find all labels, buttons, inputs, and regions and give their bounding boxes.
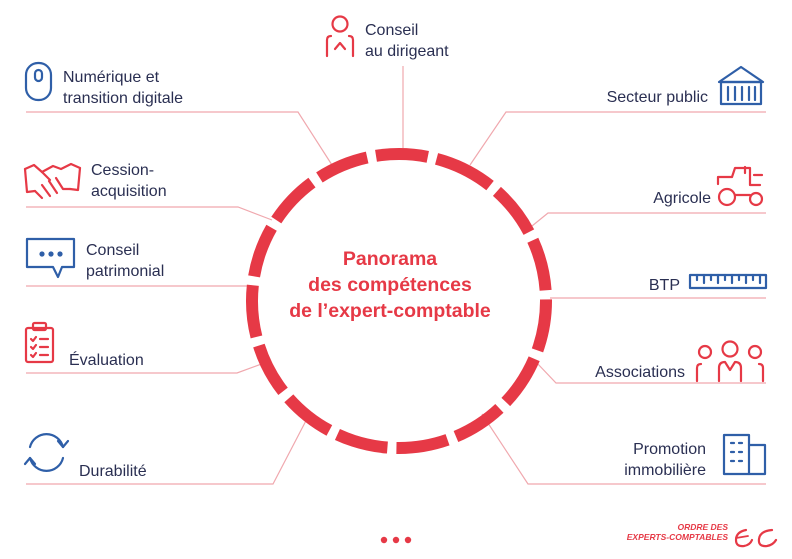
label-cession-line1: Cession- [91,162,155,179]
ordre-experts-comptables-logo: ORDRE DES EXPERTS-COMPTABLES [596,520,786,554]
connector-cession [26,206,273,221]
ellipsis-icon [380,536,412,544]
central-ring [246,148,552,454]
label-conseil-dirigeant-line2: au dirigeant [365,43,449,60]
label-associations: Associations [595,364,685,381]
cycle-arrows-icon [23,432,70,473]
connector-agricole [531,212,766,227]
ruler-icon [688,273,768,290]
center-title: Panorama des compétences de l’expert-com… [240,246,540,324]
label-promotion-line1: Promotion [633,441,706,458]
mouse-icon [24,61,53,102]
label-agricole: Agricole [653,190,711,207]
label-durabilite: Durabilité [79,463,147,480]
label-numerique-line1: Numérique et [63,69,160,86]
connector-durabilite [26,412,311,485]
label-evaluation: Évaluation [69,352,144,369]
label-cession-line2: acquisition [91,183,167,200]
connector-evaluation [26,361,268,374]
chat-bubble-icon [25,237,76,279]
label-conseil-dirigeant-line1: Conseil [365,22,419,39]
label-numerique-line2: transition digitale [63,90,184,107]
logo-text-line2: EXPERTS-COMPTABLES [626,532,728,542]
group-people-icon [695,340,765,383]
connector-numerique [26,111,333,166]
center-title-line1: Panorama [342,248,438,270]
label-promotion-line2: immobilière [624,462,706,479]
label-numerique: Numérique et transition digitale [63,67,183,109]
center-title-line2: des compétences [308,274,472,296]
public-building-icon [717,65,765,106]
label-secteur-public: Secteur public [606,89,708,106]
label-conseil-dirigeant: Conseil au dirigeant [365,20,449,62]
label-promotion: Promotion immobilière [624,439,706,481]
connector-conseil-patrimonial [26,285,259,291]
connector-lines [26,66,766,485]
handshake-icon [23,162,82,200]
logo-text-line1: ORDRE DES [677,522,728,532]
tractor-icon [716,165,764,207]
label-conseil-patrimonial: Conseil patrimonial [86,240,164,282]
connector-associations [535,361,766,384]
connector-promotion [481,413,766,485]
connector-secteur-public [469,111,766,166]
clipboard-checklist-icon [24,321,55,364]
office-building-icon [722,433,767,476]
logo-text: ORDRE DES EXPERTS-COMPTABLES [627,522,728,542]
label-btp: BTP [648,277,680,294]
logo-mark-icon [734,528,778,548]
label-conseil-patrimonial-line1: Conseil [86,242,140,259]
center-title-line3: de l’expert-comptable [289,300,491,322]
label-conseil-patrimonial-line2: patrimonial [86,263,165,280]
label-cession: Cession- acquisition [91,160,167,202]
person-icon [325,15,355,58]
